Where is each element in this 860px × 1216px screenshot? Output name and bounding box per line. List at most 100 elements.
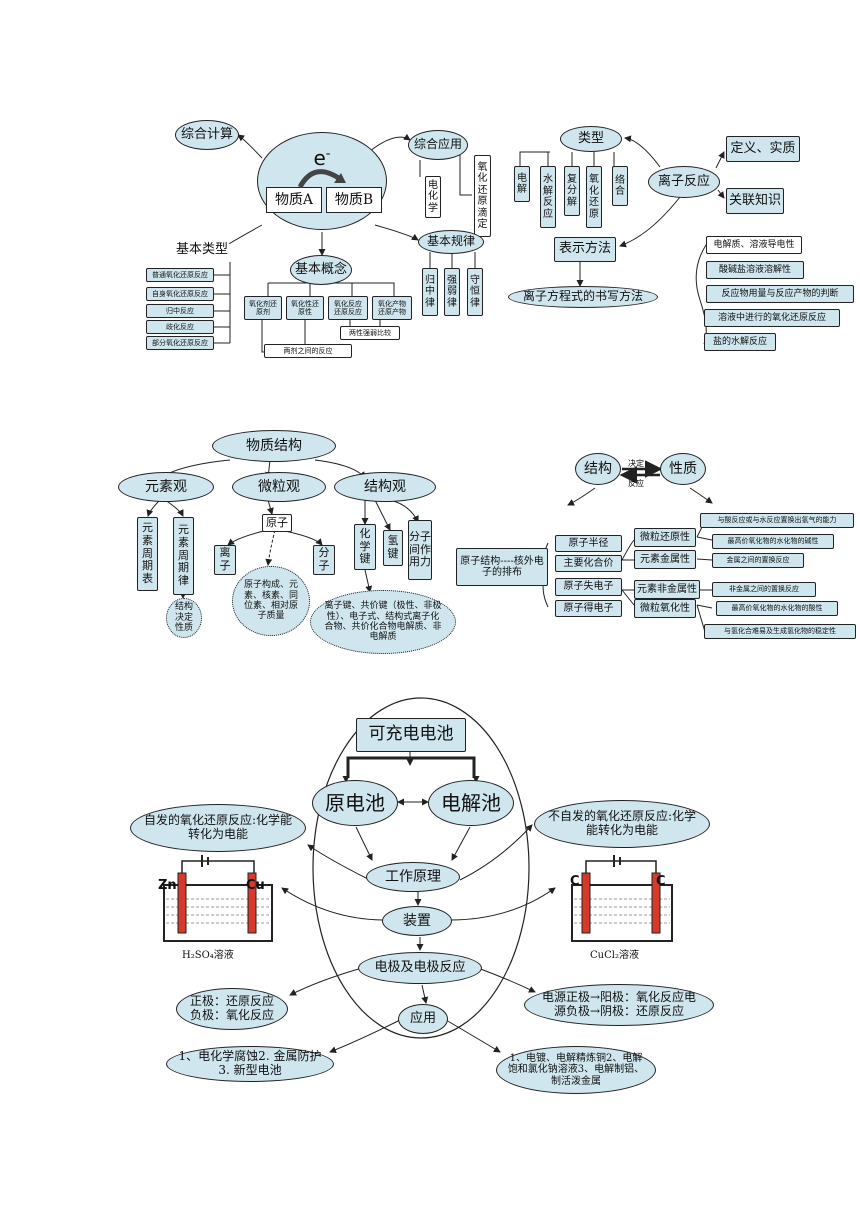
s4-far-item: 金属之间的置换反应: [712, 553, 804, 568]
periodic-table-label: 元素周期表: [142, 521, 153, 585]
type-item: 歧化反应: [146, 320, 214, 334]
law-item: 强弱律: [444, 268, 460, 316]
power-label: 电源正极→阳极：氧化反应电源负极→阴极：还原反应: [541, 990, 697, 1018]
electron-transfer-node: e- 物质A 物质B: [257, 132, 387, 230]
galvanic-node: 原电池: [312, 780, 398, 826]
intermolecular-box: 分子间作用力: [408, 520, 432, 580]
s4-far-item-label: 与酸反应或与水反应置换出氢气的能力: [717, 516, 837, 525]
app-right-label: 1、电镀、电解精炼铜2、电解饱和氯化钠溶液3、电解制铝、制活泼金属: [507, 1052, 645, 1087]
ion-type-item: 水解反应: [540, 166, 556, 228]
s4-far-item: 最高价氧化物的水化物的酸性: [716, 601, 838, 616]
representation-label: 表示方法: [558, 241, 611, 257]
between-label: 两剂之间的反应: [283, 346, 333, 355]
transfer-arrow-icon: [297, 169, 346, 189]
power-node: 电源正极→阳极：氧化反应电源负极→阴极：还原反应: [524, 984, 714, 1026]
application-use-node: 应用: [398, 1004, 448, 1034]
concept-item-label: 氧化剂还原剂: [249, 299, 277, 316]
electrode-label: 电极及电极反应: [374, 959, 466, 975]
principle-label: 工作原理: [385, 868, 441, 885]
arrangement-label: 原子结构----核外电子的排布: [460, 555, 544, 579]
ion-type-item: 络合: [612, 166, 628, 206]
type-item: 自身氧化还原反应: [146, 287, 214, 301]
types-node: 基本类型: [170, 238, 234, 262]
s4-far-item: 与氢化合难易及生成氢化物的稳定性: [704, 624, 856, 639]
s4-right-item: 元素金属性: [634, 550, 696, 569]
periodic-law-box: 元素周期律: [173, 517, 194, 595]
reflect-label: 反应: [628, 479, 644, 488]
concepts-label: 基本概念: [294, 261, 347, 277]
atom-box: 原子: [262, 514, 292, 532]
decides-label: 结构决定性质: [174, 602, 193, 634]
chem-bond-box: 化学键: [354, 524, 376, 570]
electrode-node: 电极及电极反应: [358, 952, 482, 984]
titration-box: 氧化还原滴定: [474, 155, 491, 237]
s4-mid-item: 原子失电子: [555, 578, 622, 596]
s4-right-item-label: 元素非金属性: [637, 583, 697, 595]
periodic-table-box: 元素周期表: [137, 517, 158, 591]
app-right-node: 1、电镀、电解精炼铜2、电解饱和氯化钠溶液3、电解制铝、制活泼金属: [496, 1046, 656, 1094]
element-view-node: 元素观: [118, 472, 214, 502]
app-left-label: 1、电化学腐蚀2. 金属防护3. 新型电池: [178, 1049, 322, 1077]
s4-right-item: 元素非金属性: [634, 580, 700, 599]
molecule-label: 分子: [318, 546, 330, 572]
related-item-label: 盐的水解反应: [712, 336, 767, 347]
s4-mid-item-label: 主要化合价: [563, 557, 614, 569]
law-item-label: 守恒律: [470, 274, 480, 309]
calc-label: 综合计算: [180, 126, 233, 142]
periodic-law-label: 元素周期律: [178, 523, 189, 587]
structure-view-label: 结构观: [364, 478, 406, 495]
type-item-label: 歧化反应: [166, 322, 194, 331]
type-item: 普通氧化还原反应: [146, 268, 214, 282]
device-label: 装置: [403, 912, 431, 929]
molecule-box: 分子: [313, 545, 335, 575]
particle-view-node: 微粒观: [232, 472, 326, 502]
related-item-label: 酸碱盐溶液溶解性: [718, 264, 791, 275]
nonspontaneous-node: 不自发的氧化还原反应:化学能转化为电能: [534, 800, 710, 848]
type-item-label: 归中反应: [166, 306, 194, 315]
device-node: 装置: [382, 906, 452, 936]
ion-label: 离子: [219, 546, 231, 572]
concepts-node: 基本概念: [290, 255, 352, 285]
particle-view-label: 微粒观: [258, 478, 300, 495]
h2so4-label: H₂SO₄溶液: [182, 950, 234, 961]
calc-node: 综合计算: [175, 120, 239, 150]
substance-a-box: 物质A: [266, 187, 322, 213]
ion-types-node: 类型: [560, 126, 622, 152]
related-item: 溶液中进行的氧化还原反应: [704, 309, 840, 327]
ion-types-label: 类型: [577, 130, 604, 146]
type-item-label: 普通氧化还原反应: [152, 270, 208, 279]
intermolecular-label: 分子间作用力: [409, 530, 431, 569]
s4-right-item-label: 微粒还原性: [640, 531, 690, 543]
electrolytic-label: 电解池: [441, 790, 501, 815]
structure-title-node: 物质结构: [212, 430, 336, 462]
s4-mid-item: 主要化合价: [555, 555, 622, 572]
app-left-node: 1、电化学腐蚀2. 金属防护3. 新型电池: [166, 1046, 334, 1082]
compare-box: 两性强弱比较: [340, 326, 400, 340]
related-label: 关联知识: [728, 192, 781, 208]
electron-label: e: [313, 146, 326, 170]
galvanic-cell-icon: [163, 855, 273, 942]
s4-mid-item: 原子半径: [555, 535, 622, 552]
titration-label: 氧化还原滴定: [477, 161, 488, 231]
structure-view-node: 结构观: [334, 472, 436, 502]
s4-property-node: 性质: [660, 453, 706, 485]
ion-type-item-label: 复分解: [567, 173, 577, 208]
electron-symbol: e-: [258, 146, 386, 170]
rechargeable-box: 可充电电池: [356, 718, 466, 752]
definition-label: 定义、实质: [730, 140, 796, 156]
spontaneous-node: 自发的氧化还原反应:化学能转化为电能: [130, 804, 306, 852]
s4-far-item: 非金属之间的置换反应: [712, 582, 816, 597]
related-item: 反应物用量与反应产物的判断: [706, 285, 854, 303]
s4-right-item-label: 微粒氧化性: [640, 602, 690, 614]
related-box: 关联知识: [726, 188, 784, 214]
related-item: 酸碱盐溶液溶解性: [706, 261, 804, 279]
pos-neg-node: 正极：还原反应负极：氧化反应: [176, 988, 288, 1030]
c-right-label: C: [656, 874, 666, 889]
cucl2-label: CuCl₂溶液: [590, 950, 639, 961]
ionic-node: 离子反应: [648, 166, 720, 198]
element-view-label: 元素观: [145, 478, 187, 495]
equation-label: 离子方程式的书写方法: [522, 289, 643, 304]
type-item: 部分氧化还原反应: [146, 336, 214, 350]
ion-type-item-label: 氧化还原: [589, 174, 599, 220]
s4-mid-item-label: 原子失电子: [563, 581, 614, 593]
